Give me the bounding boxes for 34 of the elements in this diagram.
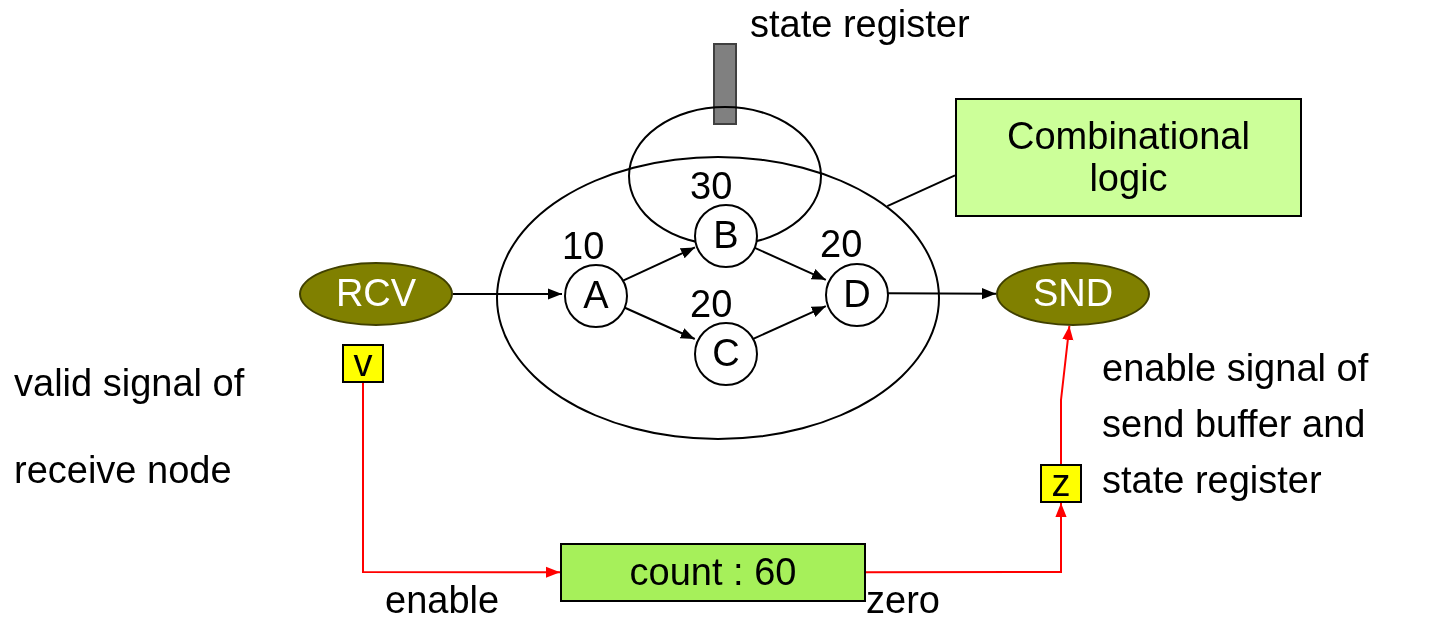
node-label: RCV: [335, 273, 417, 315]
arrow: [752, 305, 827, 340]
node-label: Combinational logic: [1006, 115, 1251, 200]
node-label: count : 60: [629, 551, 797, 594]
arrow: [452, 288, 563, 300]
signal-box: [342, 344, 384, 383]
arrow: [1060, 324, 1074, 465]
arrow: [865, 502, 1067, 574]
state-circle: [694, 322, 758, 386]
register-label: state register: [750, 4, 971, 46]
signal-description: enable signal of send buffer and state register: [1102, 346, 1370, 504]
weight-label: 30: [690, 166, 734, 208]
arrow: [622, 246, 696, 282]
counter-box: [560, 543, 866, 602]
state-circle: [564, 264, 628, 328]
node-label: z: [1051, 462, 1071, 505]
logic-ellipse: [496, 156, 940, 440]
register-bar: [713, 43, 737, 125]
weight-label: 20: [690, 284, 734, 326]
node-label: A: [583, 275, 609, 317]
signal-description: valid signal of receive node: [14, 361, 246, 494]
node-label: B: [713, 215, 739, 257]
weight-label: 20: [820, 224, 864, 266]
callout-box: [955, 98, 1302, 217]
state-circle: [694, 204, 758, 268]
weight-label: 10: [562, 226, 606, 268]
arrow: [362, 382, 561, 578]
node-label: SND: [1032, 273, 1114, 315]
node-label: v: [353, 342, 373, 385]
node-label: C: [712, 333, 740, 375]
signal-box: [1040, 464, 1082, 503]
leader-line: [886, 174, 956, 208]
node-label: D: [843, 274, 871, 316]
state-circle: [825, 263, 889, 327]
